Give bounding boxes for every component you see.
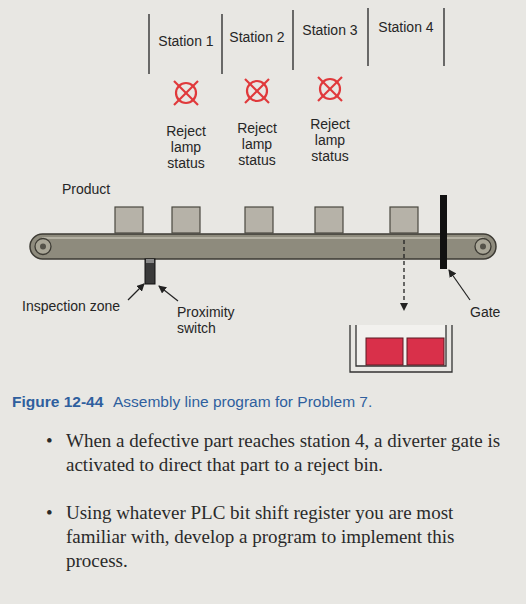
lamp-label: Reject lamp status	[156, 123, 216, 171]
conveyor-belt	[30, 234, 496, 259]
diverter-gate	[440, 195, 447, 269]
station-label: Station 1	[158, 33, 214, 49]
figure-caption: Assembly line program for Problem 7.	[113, 393, 372, 411]
bullet-text: When a defective part reaches station 4,…	[66, 429, 506, 477]
product-box	[115, 207, 418, 233]
bullet: •	[46, 501, 62, 525]
bullet-text: Using whatever PLC bit shift register yo…	[66, 501, 506, 573]
figure-number: Figure 12-44	[12, 393, 103, 411]
station-label: Station 3	[302, 22, 358, 38]
part-label: Inspection zone	[22, 298, 137, 314]
bullet: •	[46, 429, 62, 453]
part-label: Product	[62, 181, 132, 197]
part-label: Gate	[470, 304, 510, 320]
station-label: Station 4	[378, 19, 434, 35]
proximity-switch	[145, 259, 155, 284]
station-label: Station 2	[229, 29, 285, 45]
lamp-label: Reject lamp status	[300, 116, 360, 164]
reject-lamp	[174, 77, 342, 105]
part-label: Proximity switch	[177, 304, 257, 336]
lamp-label: Reject lamp status	[227, 120, 287, 168]
